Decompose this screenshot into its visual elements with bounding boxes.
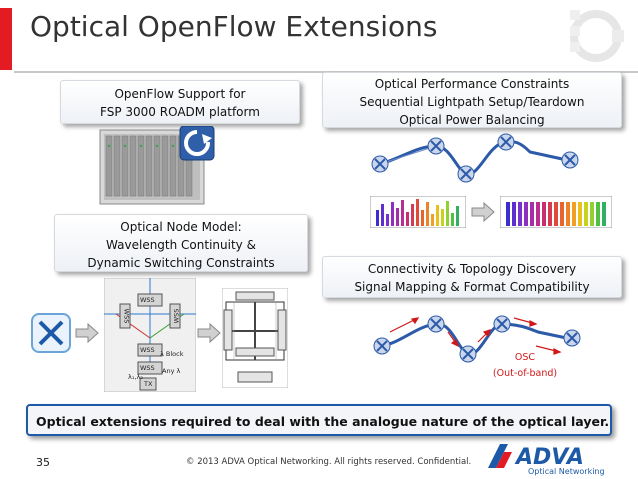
accent-bar [0,8,12,70]
power-balancing-network [371,133,579,183]
box-line: FSP 3000 ROADM platform [100,105,260,119]
osc-sublabel: (Out-of-band) [492,368,558,379]
roadm-shelf-image [99,126,215,205]
openflow-watermark-icon [570,10,624,62]
logo-brand: ADVA [514,445,584,470]
arrow-right-icon [197,323,221,343]
lambda-block-label: λ Block [160,350,184,358]
wss-node-diagram [104,278,196,392]
lambda-label: λ₁,λ₂ [128,373,143,381]
spectrum-balanced-image [500,196,612,228]
topology-discovery-network [373,315,581,363]
box-line: Optical Performance Constraints [374,77,570,91]
arrow-right-icon [471,202,495,222]
roadm-node-icon [563,329,581,347]
roadm-node-icon [493,315,511,333]
box-line: Wavelength Continuity & [106,238,256,252]
openflow-support-box: OpenFlow Support for FSP 3000 ROADM plat… [60,80,300,124]
osc-label: OSC [514,352,536,363]
roadm-node-icon [561,151,579,169]
adva-logo: ADVA Optical Networking [488,444,605,476]
roadm-node-icon [427,315,445,333]
spectrum-unbalanced-image [370,196,466,228]
node-model-box: Optical Node Model: Wavelength Continuit… [54,214,308,272]
roadm-node-icon [497,133,515,151]
connectivity-box: Connectivity & Topology Discovery Signal… [322,256,622,298]
roadm-node-icon [427,137,445,155]
tx-label: TX [144,380,153,388]
roadm-node-icon [371,155,389,173]
page-number: 35 [36,456,50,469]
box-line: Optical Power Balancing [399,113,545,127]
box-line: OpenFlow Support for [114,87,246,101]
performance-constraints-box: Optical Performance Constraints Sequenti… [322,72,622,128]
wss-label: WSS [140,346,155,354]
node-model-abstraction [222,288,288,388]
box-line: Sequential Lightpath Setup/Teardown [359,95,585,109]
copyright-notice: © 2013 ADVA Optical Networking. All righ… [186,457,472,467]
slide-title: Optical OpenFlow Extensions [30,10,438,43]
box-line: Signal Mapping & Format Compatibility [354,280,590,294]
box-line: Connectivity & Topology Discovery [367,262,577,276]
wss-label: WSS [140,296,155,304]
optical-switch-icon [31,313,71,353]
any-lambda-label: Any λ [162,367,181,375]
roadm-node-icon [457,165,475,183]
wss-label: WSS [172,308,181,324]
box-line: Dynamic Switching Constraints [87,256,275,270]
logo-tagline: Optical Networking [528,467,605,476]
box-line: Optical Node Model: [120,220,242,234]
roadm-node-icon [373,337,391,355]
wss-label: WSS [140,364,155,372]
summary-banner: Optical extensions required to deal with… [26,404,612,436]
roadm-node-icon [459,345,477,363]
arrow-right-icon [75,323,99,343]
wss-label: WSS [122,308,131,324]
